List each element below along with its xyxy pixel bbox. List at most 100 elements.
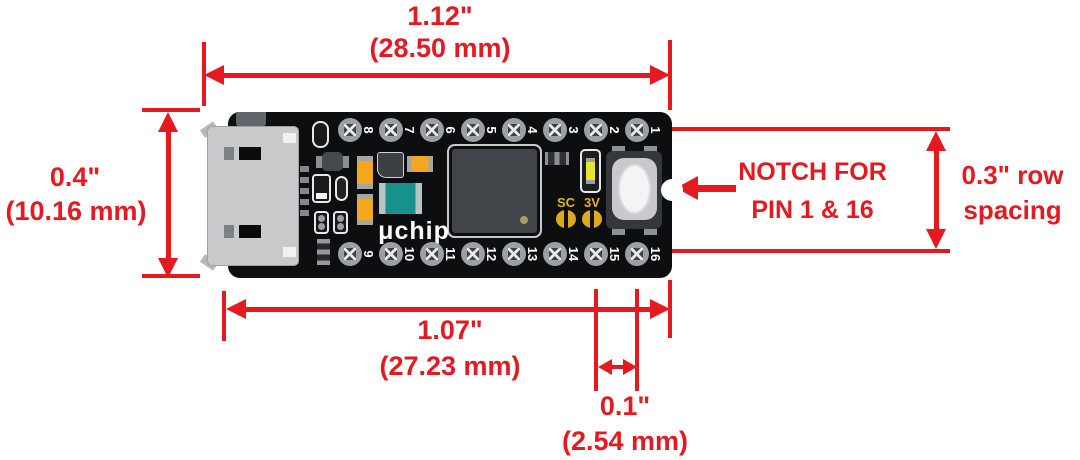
ic-small bbox=[377, 152, 404, 178]
pin-number: 6 bbox=[443, 126, 458, 134]
pin-number: 11 bbox=[443, 247, 458, 261]
pin-hole bbox=[379, 118, 403, 142]
dim-top-mm: (28.50 mm) bbox=[369, 33, 511, 63]
pin-hole bbox=[502, 118, 526, 142]
pin-hole bbox=[461, 242, 485, 266]
arrowhead-down bbox=[926, 229, 946, 249]
pin-hole bbox=[584, 118, 608, 142]
arrowhead-right bbox=[650, 65, 670, 85]
pad-label-3v: 3V bbox=[584, 195, 600, 210]
usb-slot bbox=[239, 225, 261, 238]
pin-hole bbox=[461, 118, 485, 142]
notch-arrow-line bbox=[694, 185, 736, 192]
pin-number: 7 bbox=[402, 126, 417, 134]
pin-number: 4 bbox=[525, 126, 540, 134]
extension-line bbox=[222, 291, 226, 341]
capacitor-orange bbox=[407, 156, 433, 172]
usb-solder-pin bbox=[300, 188, 309, 194]
usb-slot bbox=[239, 147, 261, 160]
usb-solder-pin bbox=[300, 166, 309, 172]
smd-component bbox=[312, 174, 331, 203]
pin-number: 2 bbox=[607, 126, 622, 134]
dim-bottom-mm: (27.23 mm) bbox=[379, 351, 521, 381]
row1-extension-line bbox=[672, 127, 950, 131]
extension-line bbox=[668, 280, 672, 338]
pin-number: 5 bbox=[484, 126, 499, 134]
notch-note-line2: PIN 1 & 16 bbox=[751, 196, 874, 224]
smd-component bbox=[335, 176, 348, 201]
dim-left-mm: (10.16 mm) bbox=[5, 196, 147, 226]
pin-hole bbox=[543, 118, 567, 142]
arrowhead-left bbox=[598, 359, 612, 375]
dim-bottom-inches: 1.07" bbox=[417, 315, 483, 345]
jumper-pad-3v bbox=[582, 210, 602, 228]
dim-pitch-mm: (2.54 mm) bbox=[561, 426, 689, 456]
smd-component bbox=[316, 156, 325, 168]
pin-number: 15 bbox=[607, 246, 622, 262]
micro-usb-connector bbox=[207, 126, 299, 266]
dim-pitch-arrow-line bbox=[610, 365, 626, 369]
arrowhead-right bbox=[650, 299, 670, 319]
capacitor-orange bbox=[357, 194, 373, 225]
button-tab bbox=[644, 226, 657, 235]
board-notch bbox=[661, 179, 683, 201]
dim-pitch-inches: 0.1" bbox=[599, 391, 651, 421]
arrowhead-up bbox=[926, 131, 946, 151]
led-die bbox=[586, 158, 595, 184]
pin-hole bbox=[502, 242, 526, 266]
uchip-logo: μchip bbox=[378, 217, 450, 245]
pin16-extension-line bbox=[635, 289, 639, 391]
button-tab bbox=[644, 146, 657, 155]
usb-solder-pin bbox=[300, 177, 309, 183]
smd-component bbox=[333, 211, 348, 234]
dim-row-line1: 0.3" row bbox=[961, 160, 1064, 190]
pin-number: 8 bbox=[361, 126, 376, 134]
usb-solder-pin bbox=[300, 210, 309, 216]
button-tab bbox=[612, 226, 625, 235]
smd-component bbox=[314, 211, 329, 234]
smd-component bbox=[322, 152, 343, 171]
button-tab bbox=[612, 146, 625, 155]
arrowhead-up bbox=[158, 112, 178, 132]
usb-slot-pad bbox=[224, 147, 234, 160]
arrowhead-left bbox=[204, 65, 224, 85]
smd-resistor bbox=[545, 152, 569, 165]
usb-shield-tab bbox=[236, 112, 266, 127]
dim-top-arrow-line bbox=[222, 73, 652, 78]
pin-hole bbox=[420, 242, 444, 266]
mcu-chip bbox=[452, 149, 537, 233]
usb-highlight bbox=[283, 247, 296, 257]
pin-hole bbox=[338, 118, 362, 142]
smd-component bbox=[340, 156, 349, 168]
notch-note-line1: NOTCH FOR bbox=[738, 158, 887, 186]
pin15-extension-line bbox=[594, 289, 598, 391]
capacitor-teal bbox=[379, 183, 422, 214]
arrowhead-left bbox=[226, 299, 246, 319]
dim-bottom-arrow-line bbox=[244, 307, 652, 312]
pin-number: 3 bbox=[566, 126, 581, 134]
pin-hole bbox=[379, 242, 403, 266]
smd-detail bbox=[316, 193, 327, 199]
pin1-marker-dot bbox=[520, 216, 528, 224]
smd-resistor bbox=[317, 239, 330, 265]
usb-highlight bbox=[283, 133, 296, 143]
usb-slot-pad bbox=[224, 225, 234, 238]
pin-hole bbox=[338, 242, 362, 266]
arrowhead-right bbox=[623, 359, 637, 375]
pin-number: 14 bbox=[566, 246, 581, 262]
extension-line bbox=[668, 40, 672, 110]
dim-top-inches: 1.12" bbox=[407, 1, 473, 31]
row16-extension-line bbox=[672, 249, 950, 253]
pin-number: 1 bbox=[648, 126, 663, 134]
arrowhead-down bbox=[158, 258, 178, 278]
pin-number: 12 bbox=[484, 246, 499, 262]
pin-hole bbox=[420, 118, 444, 142]
dim-left-inches: 0.4" bbox=[49, 162, 101, 192]
usb-solder-pin bbox=[300, 199, 309, 205]
push-button-cap bbox=[618, 164, 651, 214]
led bbox=[580, 149, 601, 193]
pin-hole bbox=[625, 242, 649, 266]
capacitor-orange bbox=[357, 156, 373, 189]
dim-row-arrow-line bbox=[934, 148, 939, 232]
